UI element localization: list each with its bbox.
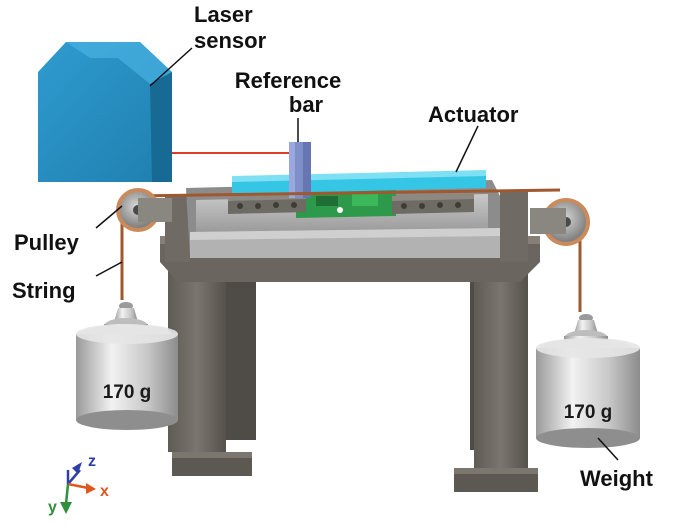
axis-y-label: y bbox=[48, 499, 57, 516]
right-clamp bbox=[392, 194, 474, 214]
laser-sensor-top bbox=[66, 42, 172, 84]
right-post bbox=[500, 192, 528, 262]
right-pulley bbox=[530, 198, 590, 246]
laser-sensor-label-line1: Laser bbox=[194, 2, 253, 27]
left-pulley bbox=[116, 188, 172, 232]
reference-bar bbox=[289, 142, 311, 198]
laser-sensor-label-line2: sensor bbox=[194, 28, 267, 53]
axis-triad: z x y bbox=[48, 453, 109, 516]
left-weight-label: 170 g bbox=[103, 382, 152, 403]
actuator-label: Actuator bbox=[428, 102, 519, 127]
laser-sensor bbox=[38, 42, 172, 182]
pcb bbox=[296, 190, 396, 218]
weight-label: Weight bbox=[580, 466, 654, 491]
string-label: String bbox=[12, 278, 76, 303]
right-weight-label: 170 g bbox=[564, 402, 613, 423]
right-weight: 170 g bbox=[536, 314, 640, 448]
axis-z-label: z bbox=[88, 453, 96, 470]
laser-sensor-side bbox=[150, 72, 172, 182]
front-right-leg bbox=[474, 250, 528, 490]
laser-sensor-front bbox=[38, 42, 172, 182]
callout-lines bbox=[95, 47, 619, 461]
reference-bar-label-line2: bar bbox=[289, 92, 324, 117]
front-left-leg bbox=[168, 250, 226, 470]
axis-x-label: x bbox=[100, 483, 109, 500]
reference-bar-label-line1: Reference bbox=[235, 68, 341, 93]
pulley-label: Pulley bbox=[14, 230, 80, 255]
left-weight: 170 g bbox=[76, 302, 178, 430]
